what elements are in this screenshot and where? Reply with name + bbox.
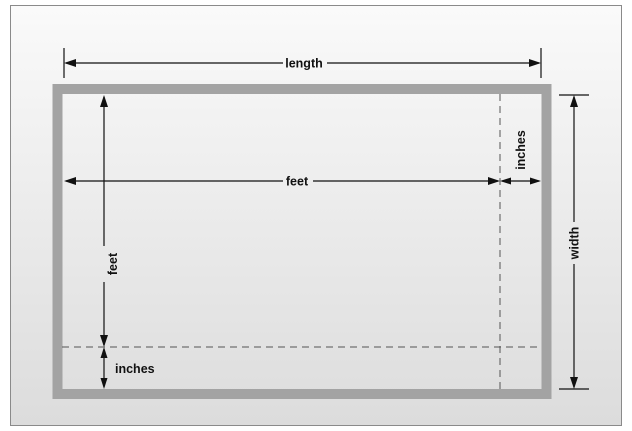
- length-dimension: length: [63, 48, 542, 78]
- width-arrow-bottom: [570, 377, 578, 389]
- length-arrow-left: [64, 59, 76, 67]
- feet-horizontal-dimension: feet: [64, 175, 500, 189]
- length-label: length: [285, 57, 323, 71]
- feet-vertical-label: feet: [106, 252, 120, 275]
- feet-vertical-arrow-bottom: [100, 335, 108, 347]
- feet-horizontal-label: feet: [286, 175, 309, 189]
- inches-vertical-label: inches: [115, 362, 155, 376]
- inches-horizontal-dimension: inches: [500, 130, 541, 185]
- feet-horizontal-arrow-left: [64, 177, 76, 185]
- width-dimension: width: [559, 94, 589, 390]
- inches-vertical-dimension: inches: [100, 347, 155, 389]
- room-outline: [52, 84, 552, 399]
- length-arrow-right: [529, 59, 541, 67]
- diagram-background: [10, 5, 622, 426]
- width-arrow-top: [570, 95, 578, 107]
- feet-vertical-dimension: feet: [100, 95, 120, 347]
- feet-horizontal-arrow-right: [488, 177, 500, 185]
- feet-vertical-arrow-top: [100, 95, 108, 107]
- inches-horizontal-label: inches: [514, 130, 528, 170]
- inches-horizontal-arrow-right: [530, 177, 541, 185]
- inches-vertical-arrow-top: [100, 347, 108, 358]
- inches-horizontal-arrow-left: [500, 177, 511, 185]
- width-label: width: [568, 227, 582, 261]
- inches-vertical-arrow-bottom: [100, 378, 108, 389]
